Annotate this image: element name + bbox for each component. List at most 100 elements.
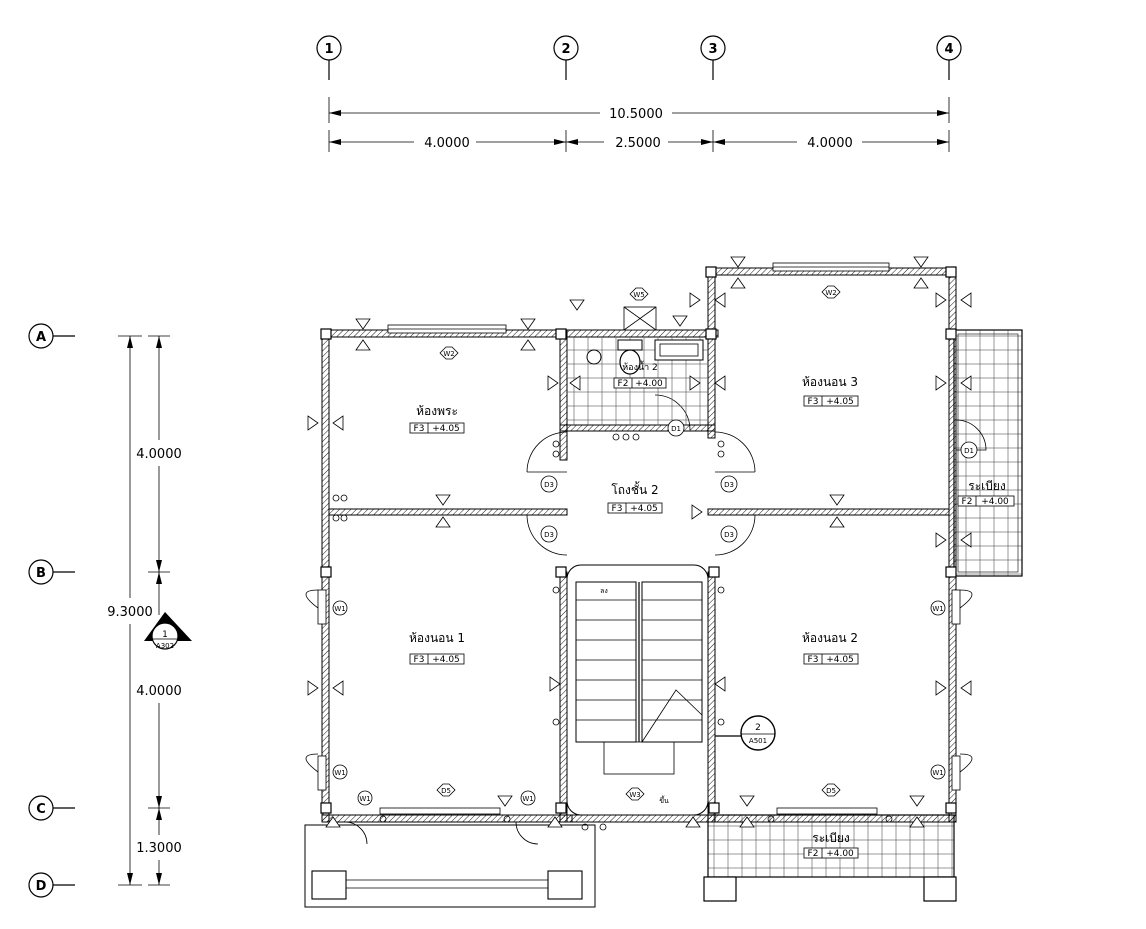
- tag-w2-shrine: W2: [439, 346, 459, 360]
- svg-text:D3: D3: [724, 481, 734, 489]
- room-name: ห้องนอน 2: [802, 631, 858, 645]
- room-level-tag: F3: [414, 424, 425, 434]
- grid-columns: 1 2 3 4: [316, 35, 962, 80]
- svg-text:D3: D3: [544, 531, 554, 539]
- svg-text:W3: W3: [629, 791, 640, 799]
- dim-segment-1: 4.0000: [424, 136, 470, 151]
- room-level-tag: F2: [962, 497, 973, 507]
- room-level: +4.05: [826, 655, 854, 665]
- section-marker-1-number: 1: [162, 630, 168, 640]
- dim-overall-horizontal: 10.5000: [609, 107, 663, 122]
- grid-label-D: D: [36, 879, 47, 894]
- stair-up-label: ขึ้น: [659, 794, 669, 805]
- room-balcony-right: ระเบียง F2 +4.00: [957, 479, 1015, 507]
- room-shrine: ห้องพระ F3 +4.05: [409, 404, 465, 434]
- grid-rows: A B C D: [28, 323, 75, 898]
- tag-w1-6: W1: [520, 790, 536, 806]
- grid-label-4: 4: [944, 42, 953, 57]
- tag-w1-3: W1: [930, 600, 946, 616]
- section-marker-1: 1 A302: [144, 612, 192, 650]
- svg-text:W1: W1: [334, 605, 345, 613]
- room-level-tag: F3: [612, 504, 623, 514]
- tag-d3-3: D3: [720, 475, 738, 493]
- room-name: ห้องนอน 1: [409, 631, 465, 645]
- tag-w1-1: W1: [332, 600, 348, 616]
- grid-bubble-4: 4: [936, 35, 962, 80]
- tag-d3-2: D3: [540, 525, 558, 543]
- room-level: +4.05: [826, 397, 854, 407]
- svg-text:D1: D1: [964, 447, 974, 455]
- stair-down-label: ลง: [600, 587, 608, 595]
- tag-w2-bedroom3: W2: [821, 285, 841, 299]
- section-marker-2-sheet: A501: [749, 737, 767, 745]
- room-level: +4.05: [630, 504, 658, 514]
- svg-text:D1: D1: [671, 425, 681, 433]
- grid-label-B: B: [36, 566, 46, 581]
- dim-vsegment-1: 4.0000: [136, 447, 182, 462]
- dim-vsegment-3: 1.3000: [136, 841, 182, 856]
- section-marker-2: 2 A501: [715, 715, 776, 751]
- svg-text:D5: D5: [441, 787, 451, 795]
- room-level-tag: F3: [808, 397, 819, 407]
- grid-label-2: 2: [561, 42, 570, 57]
- room-level-tag: F2: [618, 379, 629, 389]
- svg-text:W2: W2: [825, 289, 836, 297]
- vertical-dimensions: 9.3000 4.0000 4.0000 1.3000: [107, 335, 182, 886]
- room-name: ห้องน้ำ 2: [622, 360, 658, 373]
- room-name: ห้องพระ: [416, 404, 458, 418]
- dim-segment-2: 2.5000: [615, 136, 661, 151]
- grid-bubble-3: 3: [700, 35, 726, 80]
- room-name: ระเบียง: [968, 479, 1006, 493]
- room-name: ห้องนอน 3: [802, 375, 858, 389]
- dim-overall-vertical: 9.3000: [107, 605, 153, 620]
- tag-d5-right: D5: [821, 783, 841, 797]
- horizontal-dimensions: 10.5000 4.0000 2.5000 4.0000: [328, 97, 950, 152]
- switches: [332, 433, 893, 831]
- room-level: +4.00: [635, 379, 663, 389]
- svg-text:W1: W1: [334, 769, 345, 777]
- section-marker-2-number: 2: [755, 723, 761, 733]
- svg-text:D5: D5: [826, 787, 836, 795]
- grid-label-3: 3: [708, 42, 717, 57]
- room-level: +4.05: [432, 424, 460, 434]
- door-swings: [344, 394, 987, 845]
- tag-w1-4: W1: [930, 764, 946, 780]
- room-level-tag: F3: [808, 655, 819, 665]
- room-name: ระเบียง: [812, 831, 850, 845]
- stair: ลง ขึ้น: [566, 564, 709, 816]
- roof-ledge-bottom-left: [304, 824, 596, 908]
- room-bedroom3: ห้องนอน 3 F3 +4.05: [802, 375, 859, 407]
- svg-text:W5: W5: [633, 291, 644, 299]
- dim-vsegment-2: 4.0000: [136, 684, 182, 699]
- elevation-triangles: [307, 256, 972, 828]
- room-name: โถงชั้น 2: [611, 481, 658, 497]
- grid-bubble-A: A: [28, 323, 75, 349]
- grid-bubble-1: 1: [316, 35, 342, 80]
- grid-bubble-B: B: [28, 559, 75, 585]
- grid-bubble-D: D: [28, 872, 75, 898]
- tag-w5: W5: [629, 287, 649, 301]
- tag-w3: W3: [625, 787, 645, 801]
- grid-label-1: 1: [324, 42, 333, 57]
- room-level: +4.00: [826, 849, 854, 859]
- dim-segment-3: 4.0000: [807, 136, 853, 151]
- room-level-tag: F3: [414, 655, 425, 665]
- svg-text:D3: D3: [724, 531, 734, 539]
- svg-text:W1: W1: [932, 605, 943, 613]
- room-bedroom1: ห้องนอน 1 F3 +4.05: [409, 631, 465, 665]
- grid-label-C: C: [36, 802, 46, 817]
- tag-d1-bath: D1: [667, 419, 685, 437]
- room-hall: โถงชั้น 2 F3 +4.05: [607, 481, 663, 514]
- windows: [305, 262, 973, 815]
- tag-d5-left: D5: [436, 783, 456, 797]
- grid-label-A: A: [36, 330, 46, 345]
- room-bath: ห้องน้ำ 2 F2 +4.00: [613, 360, 667, 389]
- room-level-tag: F2: [808, 849, 819, 859]
- columns: [320, 266, 957, 814]
- room-level: +4.00: [981, 497, 1009, 507]
- opening-tags: W2 W2 W5 W3 D5 D5 D3 D3 D3 D3 D1 W1 W: [332, 285, 978, 806]
- grid-bubble-2: 2: [553, 35, 579, 80]
- svg-text:W1: W1: [522, 795, 533, 803]
- tag-d3-1: D3: [540, 475, 558, 493]
